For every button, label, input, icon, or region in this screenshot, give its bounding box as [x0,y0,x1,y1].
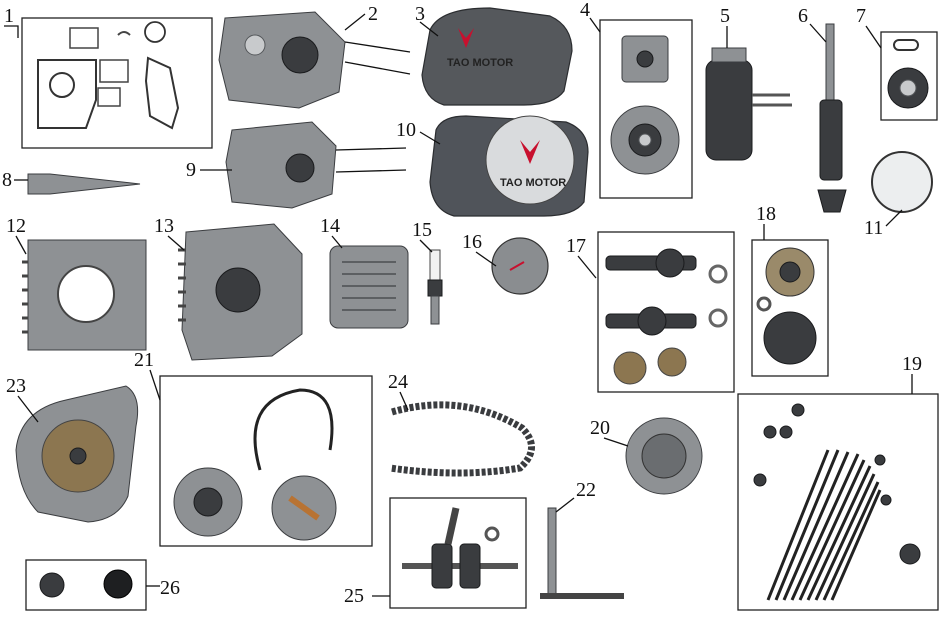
callout-20: 20 [590,417,610,439]
part-2-crankcase-left [218,11,346,109]
part-26-small-gears [25,559,147,611]
part-14-valve-cover [329,245,409,329]
part-11-filter-disc [871,151,933,213]
part-8-dipstick [27,173,141,195]
callout-24: 24 [388,371,408,393]
part-23-oil-pump [15,385,139,523]
callout-10: 10 [396,119,416,141]
part-9-crankcase-right [225,121,337,209]
part-10-clutch-cover: TAO MOTOR [429,115,589,217]
callout-2: 2 [368,3,378,25]
part-19-fasteners [737,393,939,611]
part-16-cap [491,237,549,295]
callout-19: 19 [902,353,922,375]
callout-18: 18 [756,203,776,225]
callout-23: 23 [6,375,26,397]
cover-logo-text-2: TAO MOTOR [500,177,566,189]
part-24-timing-chain [389,401,535,477]
callout-1: 1 [4,5,14,27]
callout-6: 6 [798,5,808,27]
part-13-cylinder-head [178,223,303,361]
part-5-shift-drum [705,47,792,161]
callout-4: 4 [580,0,590,21]
callout-16: 16 [462,231,482,253]
callout-11: 11 [864,217,883,239]
callout-7: 7 [856,5,866,27]
part-21-stator-magneto [159,375,373,547]
logo-icon [458,28,474,48]
part-12-cylinder [22,239,147,351]
cover-logo-text: TAO MOTOR [447,57,513,69]
callout-9: 9 [186,159,196,181]
part-17-transmission [597,231,735,393]
callout-13: 13 [154,215,174,237]
part-22-kick-shaft [540,507,624,599]
part-4-clutch [599,19,693,199]
callout-14: 14 [320,215,340,237]
part-25-crankshaft [389,497,527,609]
part-18-clutch-assembly [751,239,829,377]
callout-8: 8 [2,169,12,191]
part-1-gasket-set [21,17,213,149]
callout-15: 15 [412,219,432,241]
callout-12: 12 [6,215,26,237]
part-15-spark-plug [427,249,443,325]
callout-26: 26 [160,577,180,599]
part-20-flywheel [625,417,703,495]
callout-5: 5 [720,5,730,27]
part-6-kickstart-shaft [817,23,847,213]
callout-21: 21 [134,349,154,371]
callout-17: 17 [566,235,586,257]
part-7-sprocket [880,31,938,121]
callout-25: 25 [344,585,364,607]
part-3-engine-cover: TAO MOTOR [421,7,573,106]
logo-icon-2 [520,140,540,164]
callout-3: 3 [415,3,425,25]
callout-22: 22 [576,479,596,501]
